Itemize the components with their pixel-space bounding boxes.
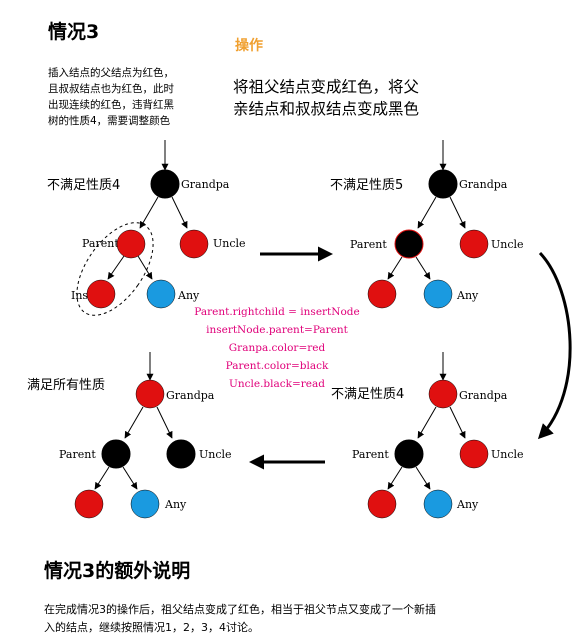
grandpa-label-tr: Grandpa — [459, 178, 508, 191]
page-title: 情况3 — [48, 20, 99, 43]
parent-label-bl: Parent — [59, 448, 96, 461]
node-br-any — [423, 489, 453, 519]
uncle-label-tl: Uncle — [213, 237, 246, 250]
operation-title: 操作 — [235, 37, 263, 54]
code-line-4: Parent.color=black — [226, 360, 329, 372]
node-tl-uncle — [179, 229, 209, 259]
description-line-1: 插入结点的父结点为红色， — [48, 66, 174, 79]
node-bl-grandpa — [135, 379, 165, 409]
parent-label-br: Parent — [352, 448, 389, 461]
highlight-ellipse — [76, 222, 154, 316]
status-label-tl: 不满足性质4 — [47, 178, 120, 193]
node-tl-grandpa — [150, 169, 180, 199]
node-bl-uncle — [166, 439, 196, 469]
edge-br-p-l — [387, 466, 403, 490]
node-br-uncle — [459, 439, 489, 469]
extra-line-1: 在完成情况3的操作后，祖父结点变成了红色，相当于祖父节点又变成了一个新插 — [44, 602, 436, 616]
edge-tr-p-l — [387, 256, 403, 280]
extra-line-2: 入的结点，继续按照情况1，2，3，4讨论。 — [44, 620, 259, 634]
grandpa-label-br: Grandpa — [459, 389, 508, 402]
uncle-label-br: Uncle — [491, 448, 524, 461]
insert-label-tl: Ins — [71, 289, 88, 302]
edge-bl-p-l — [94, 466, 110, 490]
description-line-3: 出现连续的红色，违背红黑 — [48, 98, 174, 111]
edge-tl-p-ins — [107, 255, 125, 280]
node-tr-any — [423, 279, 453, 309]
node-tr-parent — [394, 229, 424, 259]
any-label-tr: Any — [456, 289, 479, 302]
description-line-4: 树的性质4，需要调整颜色 — [48, 114, 171, 127]
node-br-left — [367, 489, 397, 519]
edge-bl-p-any — [122, 466, 138, 490]
uncle-label-bl: Uncle — [199, 448, 232, 461]
any-label-bl: Any — [164, 498, 187, 511]
edge-tr-p-any — [415, 256, 431, 280]
node-tl-insert — [86, 279, 116, 309]
edge-br-gp-u — [449, 406, 466, 439]
edge-tl-gp-p — [139, 196, 159, 229]
edge-br-p-any — [415, 466, 431, 490]
node-bl-any — [130, 489, 160, 519]
description-line-2: 且叔叔结点也为红色，此时 — [48, 82, 174, 95]
edge-tr-gp-p — [417, 196, 437, 229]
uncle-label-tr: Uncle — [491, 238, 524, 251]
node-tr-left — [367, 279, 397, 309]
grandpa-label-tl: Grandpa — [181, 178, 230, 191]
code-line-2: insertNode.parent=Parent — [206, 324, 349, 336]
parent-label-tl: Parent — [82, 237, 119, 250]
node-br-grandpa — [428, 379, 458, 409]
code-line-3: Granpa.color=red — [229, 342, 326, 354]
code-line-1: Parent.rightchild = insertNode — [194, 306, 359, 318]
operation-line-2: 亲结点和叔叔结点变成黑色 — [233, 100, 419, 118]
node-bl-parent — [101, 439, 131, 469]
status-label-br: 不满足性质4 — [331, 387, 404, 402]
any-label-tl: Any — [177, 289, 200, 302]
status-label-bl: 满足所有性质 — [27, 378, 105, 393]
code-line-5: Uncle.black=read — [229, 378, 325, 390]
edge-bl-gp-u — [156, 406, 173, 439]
parent-label-tr: Parent — [350, 238, 387, 251]
node-bl-left — [74, 489, 104, 519]
flow-arrow-curve — [537, 251, 572, 440]
node-br-parent — [394, 439, 424, 469]
node-tr-uncle — [459, 229, 489, 259]
status-label-tr: 不满足性质5 — [330, 178, 403, 193]
edge-tr-gp-u — [449, 196, 466, 229]
edge-bl-gp-p — [124, 406, 144, 439]
extra-title: 情况3的额外说明 — [44, 559, 190, 582]
node-tr-grandpa — [428, 169, 458, 199]
edge-tl-p-any — [137, 255, 153, 280]
grandpa-label-bl: Grandpa — [166, 389, 215, 402]
node-tl-any — [146, 279, 176, 309]
operation-line-1: 将祖父结点变成红色，将父 — [233, 78, 419, 96]
node-tl-parent — [116, 229, 146, 259]
edge-tl-gp-u — [171, 196, 188, 229]
edge-br-gp-p — [417, 406, 437, 439]
any-label-br: Any — [456, 498, 479, 511]
